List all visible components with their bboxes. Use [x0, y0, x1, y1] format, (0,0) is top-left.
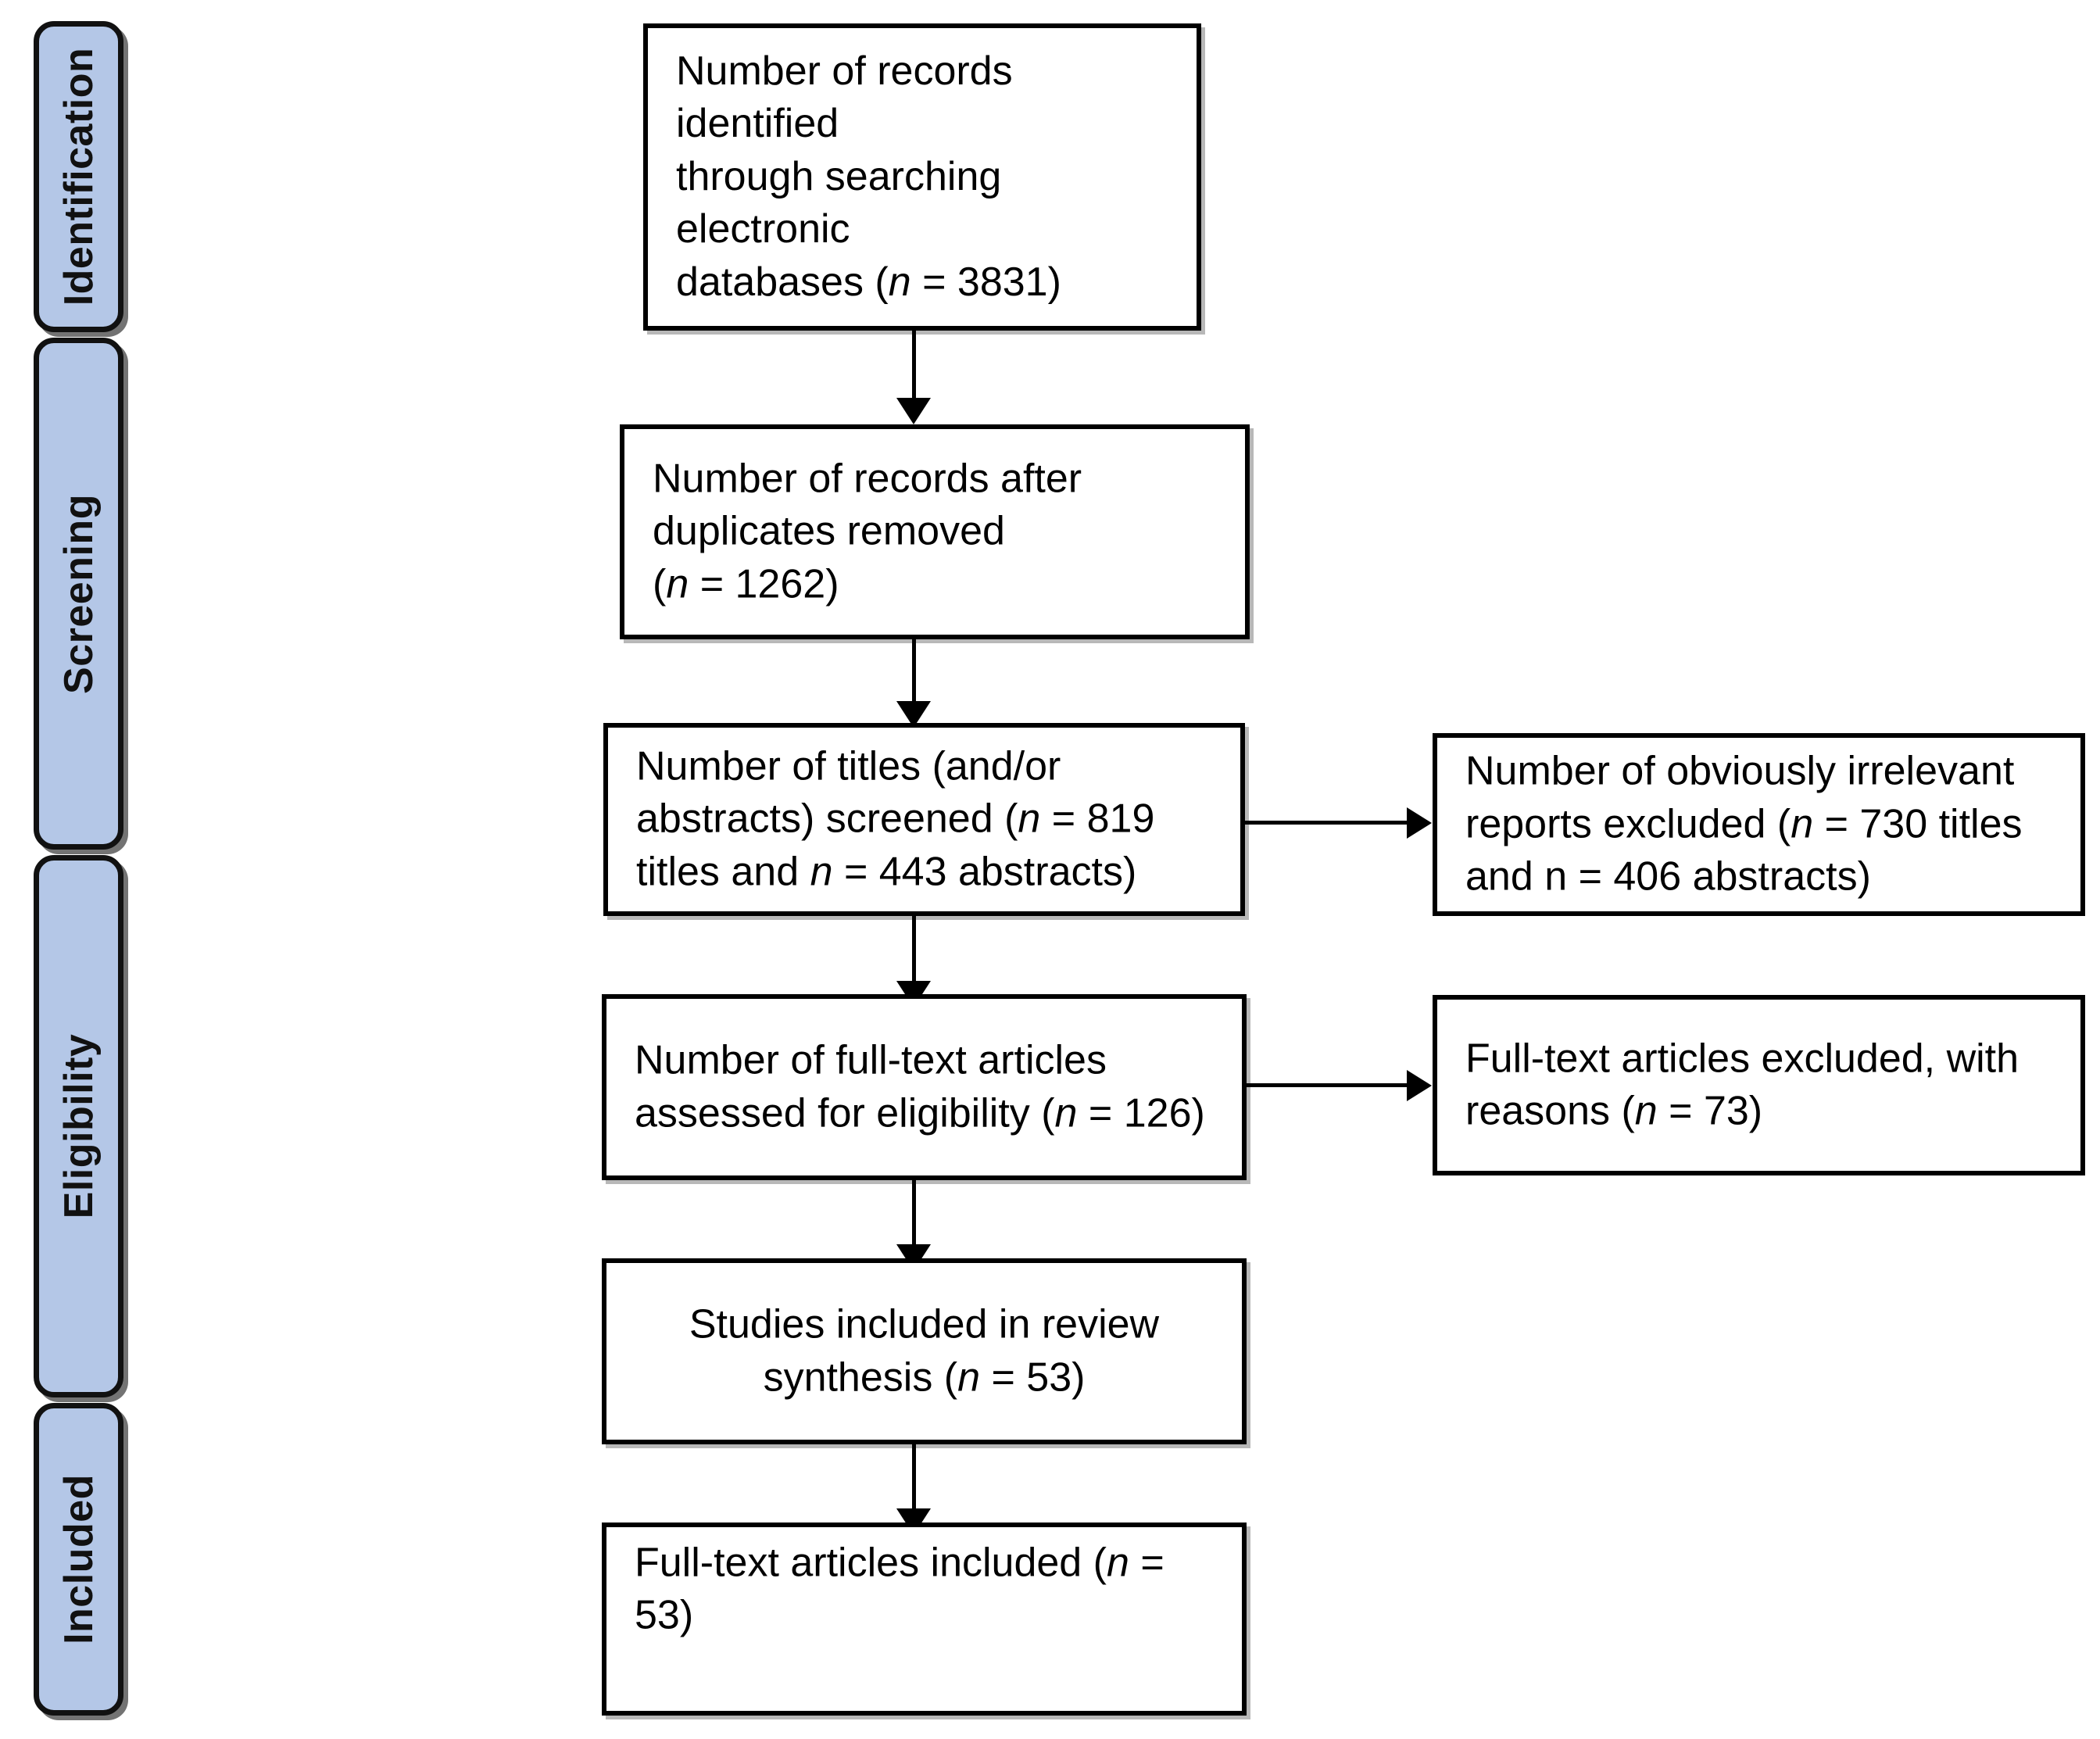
connector-assessed-to-fulltext-excluded: [1247, 1083, 1409, 1087]
box-full-text-assessed-text: Number of full-text articles assessed fo…: [635, 1034, 1225, 1140]
line-3: and n = 406 abstracts): [1465, 853, 1871, 900]
n-symbol: n: [1107, 1540, 1129, 1586]
line-1: Number of records after: [653, 456, 1082, 502]
line-2-prefix: assessed for eligibility (: [635, 1090, 1055, 1136]
box-studies-included-in-synthesis-text: Studies included in review synthesis (n …: [625, 1298, 1223, 1404]
n-symbol-titles: n: [1791, 801, 1814, 847]
connector-identified-to-deduplicated: [912, 331, 916, 406]
line-1: Number of records identified: [676, 48, 1013, 147]
line-2-suffix: = 819: [1040, 796, 1155, 842]
line-3-suffix: = 1262): [689, 561, 839, 607]
box-titles-abstracts-screened: Number of titles (and/or abstracts) scre…: [603, 723, 1245, 916]
n-symbol: n: [1634, 1088, 1658, 1134]
line-1: Full-text articles excluded, with: [1465, 1035, 2020, 1081]
n-symbol-abstracts: n: [810, 849, 833, 895]
n-symbol-titles: n: [1018, 796, 1041, 842]
line-3-suffix: = 443 abstracts): [832, 849, 1137, 895]
connector-screened-to-fulltext-assessed: [912, 916, 916, 994]
box-obviously-irrelevant-excluded-text: Number of obviously irrelevant reports e…: [1465, 746, 2063, 904]
n-symbol: n: [957, 1354, 981, 1400]
arrowhead-assessed-to-fulltext-excluded: [1407, 1070, 1432, 1101]
connector-assessed-to-synthesis: [912, 1180, 916, 1258]
box-obviously-irrelevant-excluded: Number of obviously irrelevant reports e…: [1433, 733, 2085, 916]
line-2-prefix: reports excluded (: [1465, 801, 1791, 847]
connector-deduplicated-to-screened: [912, 639, 916, 710]
line-1: Number of obviously irrelevant: [1465, 748, 2015, 794]
line-2: through searching electronic: [676, 153, 1002, 252]
box-full-text-articles-included: Full-text articles included (n = 53): [602, 1523, 1247, 1716]
line-2: duplicates removed: [653, 508, 1005, 554]
line-2-suffix: = 73): [1657, 1088, 1763, 1134]
stage-tab-included: Included: [34, 1403, 123, 1716]
line-1: Number of titles (and/or: [636, 743, 1061, 789]
box-records-after-duplicates-removed-text: Number of records after duplicates remov…: [653, 453, 1228, 611]
box-full-text-articles-included-text: Full-text articles included (n = 53): [635, 1537, 1225, 1642]
stage-tab-eligibility: Eligibility: [34, 855, 123, 1397]
connector-screened-to-irrelevant-excluded: [1245, 821, 1409, 825]
line-1-suffix: = 53): [635, 1540, 1164, 1638]
n-symbol: n: [1054, 1090, 1078, 1136]
stage-label-screening: Screening: [55, 493, 102, 694]
arrowhead-identified-to-deduplicated: [896, 398, 931, 424]
line-2-suffix: = 53): [980, 1354, 1086, 1400]
box-records-identified-text: Number of records identified through sea…: [676, 45, 1179, 310]
line-2-prefix: synthesis (: [763, 1354, 958, 1400]
box-full-text-assessed: Number of full-text articles assessed fo…: [602, 994, 1247, 1180]
line-2-suffix: = 126): [1077, 1090, 1205, 1136]
box-records-after-duplicates-removed: Number of records after duplicates remov…: [620, 424, 1250, 639]
line-3-prefix: (: [653, 561, 667, 607]
n-symbol: n: [666, 561, 689, 607]
line-2-prefix: reasons (: [1465, 1088, 1635, 1134]
stage-label-included: Included: [55, 1474, 102, 1644]
line-1: Studies included in review: [689, 1301, 1160, 1347]
stage-label-identification: Identification: [55, 47, 102, 306]
line-1-prefix: Full-text articles included (: [635, 1540, 1107, 1586]
box-titles-abstracts-screened-text: Number of titles (and/or abstracts) scre…: [636, 740, 1223, 899]
box-records-identified: Number of records identified through sea…: [643, 23, 1201, 331]
line-1: Number of full-text articles: [635, 1037, 1107, 1083]
line-3-prefix: titles and: [636, 849, 810, 895]
stage-tab-identification: Identification: [34, 21, 123, 332]
box-studies-included-in-synthesis: Studies included in review synthesis (n …: [602, 1258, 1247, 1444]
line-3-suffix: = 3831): [910, 259, 1061, 305]
box-full-text-excluded-with-reasons: Full-text articles excluded, with reason…: [1433, 995, 2085, 1175]
line-2-prefix: abstracts) screened (: [636, 796, 1018, 842]
line-3-prefix: databases (: [676, 259, 889, 305]
line-2-suffix: = 730 titles: [1813, 801, 2023, 847]
box-full-text-excluded-with-reasons-text: Full-text articles excluded, with reason…: [1465, 1032, 2063, 1138]
connector-synthesis-to-included: [912, 1444, 916, 1523]
stage-label-eligibility: Eligibility: [55, 1033, 102, 1219]
stage-tab-screening: Screening: [34, 338, 123, 850]
n-symbol: n: [888, 259, 911, 305]
arrowhead-screened-to-irrelevant-excluded: [1407, 807, 1432, 839]
